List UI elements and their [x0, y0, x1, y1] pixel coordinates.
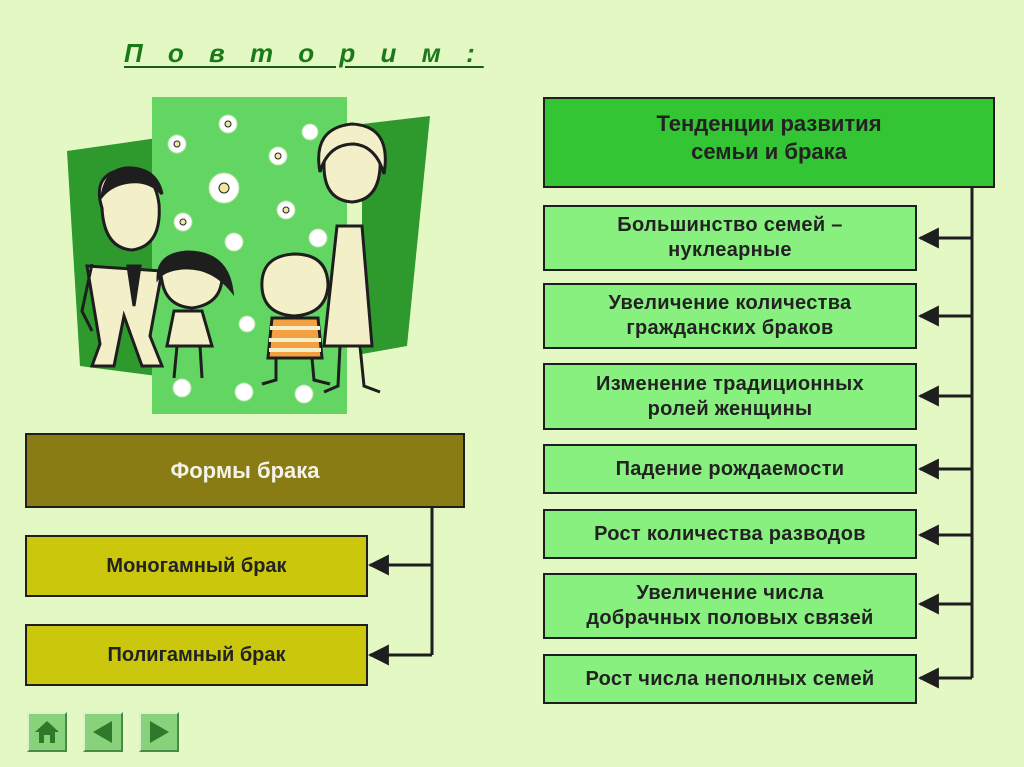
- trend-item-divorces: Рост количества разводов: [543, 509, 917, 559]
- forms-header: Формы брака: [25, 433, 465, 508]
- trend-item-line: Увеличение количества: [608, 292, 852, 314]
- family-illustration: [67, 97, 430, 414]
- trend-item-line: Падение рождаемости: [615, 457, 845, 480]
- trend-item-single-parent: Рост числа неполных семей: [543, 654, 917, 704]
- arrow-left-icon: [93, 721, 112, 743]
- trend-item-line: Увеличение числа: [636, 582, 824, 604]
- form-item-polygamy: Полигамный брак: [25, 624, 368, 686]
- prev-slide-button[interactable]: [83, 712, 123, 752]
- trend-item-line: Рост количества разводов: [594, 522, 866, 545]
- form-item-label: Моногамный брак: [106, 554, 287, 577]
- form-item-label: Полигамный брак: [107, 643, 286, 666]
- trends-header-line: семьи и брака: [691, 138, 847, 164]
- slide-title: П о в т о р и м :: [124, 38, 484, 68]
- trend-item-birth-rate: Падение рождаемости: [543, 444, 917, 494]
- trend-item-nuclear: Большинство семей – нуклеарные: [543, 205, 917, 271]
- trend-item-line: добрачных половых связей: [586, 607, 874, 629]
- trend-item-premarital: Увеличение числа добрачных половых связе…: [543, 573, 917, 639]
- trend-item-line: Изменение традиционных: [596, 372, 864, 395]
- trends-header-line: Тенденции развития: [656, 111, 882, 136]
- trend-item-line: Большинство семей –: [617, 214, 843, 236]
- next-slide-button[interactable]: [139, 712, 179, 752]
- trend-item-line: нуклеарные: [668, 239, 792, 261]
- trend-item-women-roles: Изменение традиционных ролей женщины: [543, 363, 917, 430]
- trend-item-line: ролей женщины: [647, 397, 813, 420]
- form-item-monogamy: Моногамный брак: [25, 535, 368, 597]
- trends-header: Тенденции развития семьи и брака: [543, 97, 995, 188]
- arrow-right-icon: [150, 721, 169, 743]
- home-button[interactable]: [27, 712, 67, 752]
- trend-item-line: Рост числа неполных семей: [585, 667, 875, 690]
- forms-header-label: Формы брака: [170, 457, 320, 483]
- trend-item-line: гражданских браков: [626, 317, 834, 339]
- home-icon: [35, 721, 59, 743]
- trend-item-civil-marriages: Увеличение количества гражданских браков: [543, 283, 917, 349]
